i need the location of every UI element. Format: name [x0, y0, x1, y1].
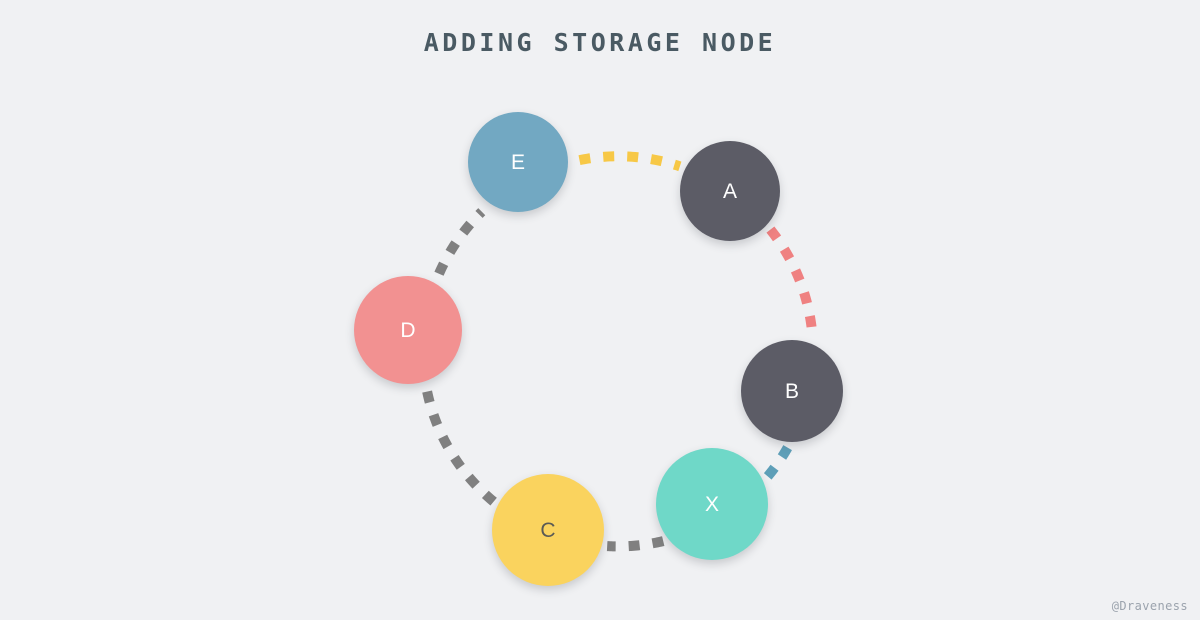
storage-node-label: X [704, 492, 719, 516]
ring-edge-x-c [606, 536, 665, 552]
ring-edge-e-a [578, 151, 682, 172]
ring-edge-d-e [434, 208, 486, 276]
storage-node-c[interactable]: C [492, 474, 604, 586]
storage-node-label: E [510, 150, 525, 174]
storage-node-e[interactable]: E [468, 112, 568, 212]
ring-edge-c-d [422, 390, 497, 506]
storage-node-a[interactable]: A [680, 141, 780, 241]
storage-node-x[interactable]: X [656, 448, 768, 560]
storage-node-label: D [400, 318, 416, 342]
ring-edge-b-x [763, 445, 792, 481]
watermark: @Draveness [1111, 599, 1188, 613]
page-title: ADDING STORAGE NODE [423, 28, 777, 57]
storage-node-label: C [540, 518, 556, 542]
storage-node-d[interactable]: D [354, 276, 462, 384]
storage-node-label: A [722, 179, 737, 203]
ring-edge-a-b [766, 226, 818, 339]
storage-node-b[interactable]: B [741, 340, 843, 442]
storage-node-label: B [784, 379, 799, 403]
